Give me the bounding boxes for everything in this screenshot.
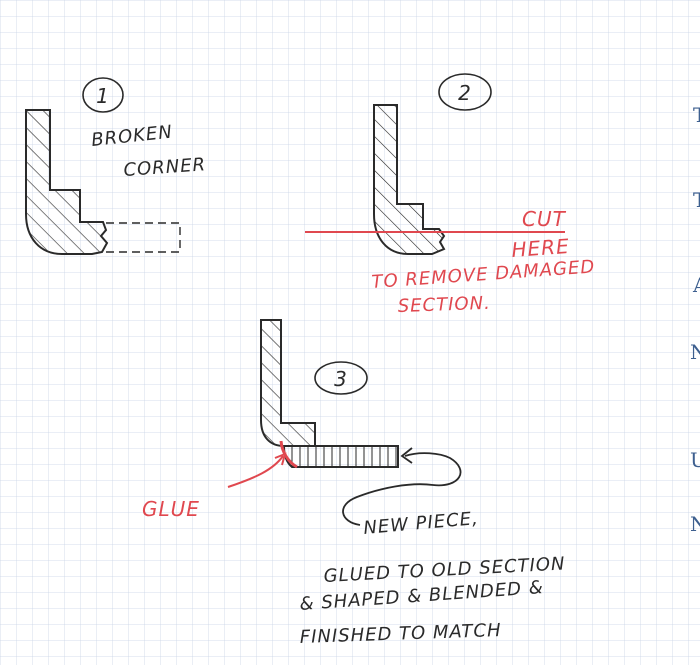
- side-letter: T: [693, 103, 700, 127]
- side-letter: N: [690, 512, 700, 536]
- step-3-glue-line: [279, 440, 298, 469]
- step-3-new-piece: [282, 445, 399, 468]
- step-3-corner-profile: [260, 319, 316, 447]
- step-2-number-circle: 2: [438, 73, 492, 111]
- side-letter: N: [690, 340, 700, 364]
- step-3-number: 3: [334, 367, 348, 391]
- side-letter: U: [690, 448, 700, 472]
- step-3-number-circle: 3: [314, 361, 368, 395]
- side-letter: A: [692, 273, 700, 297]
- new-piece-arrow: [342, 447, 462, 526]
- step-3-glue-label: GLUE: [142, 497, 200, 521]
- side-text-column: T T A N U N: [690, 103, 700, 536]
- step-1-number-circle: 1: [82, 77, 124, 113]
- step-2-cut-label: CUT: [522, 207, 567, 231]
- step-2-section-label: SECTION.: [397, 293, 491, 317]
- glue-arrow: [227, 452, 287, 488]
- step-2-number: 2: [458, 81, 472, 105]
- step-2-corner-profile: [373, 104, 446, 255]
- step-1-number: 1: [96, 84, 110, 108]
- step-2-here-label: HERE: [511, 234, 571, 262]
- side-letter: T: [693, 188, 700, 212]
- step-1-corner-profile: [25, 109, 109, 255]
